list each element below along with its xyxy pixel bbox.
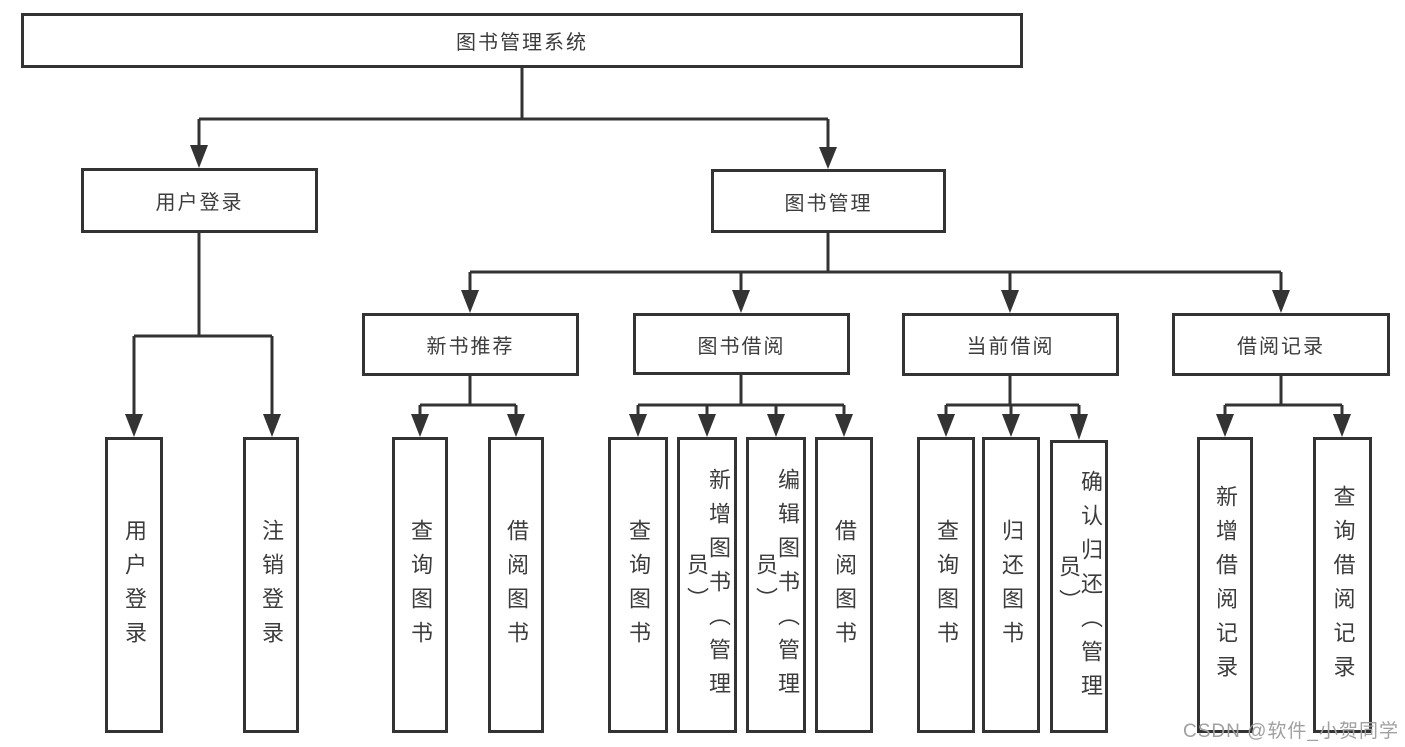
leaf-add-borrow-record: 新增借阅记录 [1197,437,1253,733]
node-new-book-recommend: 新书推荐 [362,313,579,376]
leaf-user-login: 用户登录 [105,437,163,733]
leaf-query-borrow-record: 查询借阅记录 [1313,437,1372,733]
node-book-management: 图书管理 [711,169,946,233]
csdn-watermark: CSDN @软件_小贺同学 [1183,721,1399,742]
arrowhead [1001,290,1019,313]
arrowhead [1272,290,1290,313]
leaf-logout: 注销登录 [243,437,299,733]
node-book-borrow: 图书借阅 [633,313,850,375]
arrowhead [819,147,837,169]
arrowhead [698,414,716,437]
leaf-confirm-return-admin: 确认归还（管理员） [1050,440,1108,733]
leaf-edit-books-admin: 编辑图书（管理员） [746,437,806,733]
arrowhead [629,414,647,437]
arrowhead [411,414,429,437]
leaf-recommend-query-books: 查询图书 [392,437,448,733]
node-user-login: 用户登录 [81,168,318,233]
arrowhead [1002,414,1020,437]
leaf-recommend-borrow-books: 借阅图书 [488,437,544,733]
arrowhead [461,290,479,313]
leaf-current-query-books: 查询图书 [917,437,975,733]
arrowhead [835,414,853,437]
arrowhead [767,414,785,437]
leaf-add-books-admin: 新增图书（管理员） [677,437,737,733]
arrowhead [1070,414,1088,440]
leaf-borrow-query-books: 查询图书 [608,437,668,733]
node-library-management-system: 图书管理系统 [21,13,1023,68]
leaf-return-books: 归还图书 [982,437,1040,733]
arrowhead [732,290,750,313]
node-borrow-record: 借阅记录 [1172,313,1390,376]
arrowhead [937,414,955,437]
arrowhead [125,414,143,437]
node-current-borrow: 当前借阅 [902,313,1119,376]
arrowhead [1216,414,1234,437]
arrowhead [190,145,208,168]
arrowhead [263,414,281,437]
arrowhead [1333,414,1351,437]
arrowhead [507,414,525,437]
leaf-borrow-books: 借阅图书 [815,437,873,733]
